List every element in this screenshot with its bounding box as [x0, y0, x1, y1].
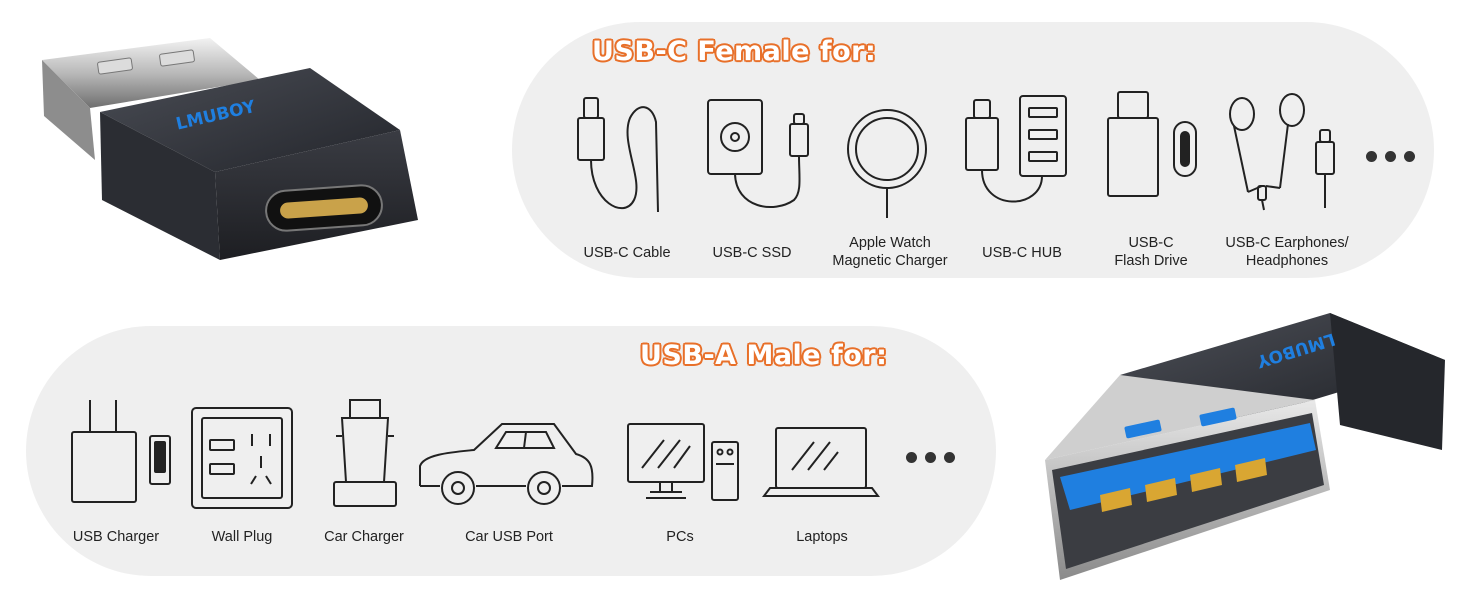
earphones-label-line1: USB-C Earphones/: [1225, 235, 1349, 251]
flash-drive-label-line2: Flash Drive: [1114, 253, 1188, 269]
usb-c-ssd-icon: [707, 99, 809, 208]
male-compat-panel: [26, 326, 996, 576]
earphones-label-line2: Headphones: [1245, 253, 1329, 269]
car-charger-label: Car Charger: [324, 529, 404, 545]
magnetic-charger-label: Apple Watch Magnetic Charger: [820, 234, 960, 270]
adapter-usb-a-end-image: LMUBOY: [1045, 313, 1445, 580]
magnetic-charger-label-line2: Magnetic Charger: [832, 253, 948, 269]
adapter-usb-c-end-image: LMUBOY: [42, 38, 418, 260]
laptop-icon: [762, 427, 880, 497]
flash-drive-label-line1: USB-C: [1128, 235, 1174, 251]
pc-icon: [627, 423, 739, 501]
male-section-title: USB-A Male for:: [640, 340, 888, 371]
usb-c-hub-icon: [965, 95, 1067, 203]
flash-drive-label: USB-C Flash Drive: [1098, 234, 1204, 270]
usb-c-cable-label: USB-C Cable: [583, 245, 671, 261]
usb-c-cable-icon: [577, 97, 659, 213]
usb-c-hub-label: USB-C HUB: [982, 245, 1062, 261]
female-compat-panel: [512, 22, 1434, 278]
usb-c-ssd-label: USB-C SSD: [712, 245, 792, 261]
usb-charger-icon: [71, 400, 171, 503]
car-usb-port-label: Car USB Port: [465, 529, 553, 545]
wall-plug-icon: [191, 407, 293, 509]
laptops-label: Laptops: [796, 529, 848, 545]
magnetic-charger-icon: [847, 109, 927, 218]
male-more-dots: [906, 452, 955, 463]
magnetic-charger-label-line1: Apple Watch: [849, 235, 931, 251]
wall-plug-label: Wall Plug: [211, 529, 273, 545]
car-icon: [419, 423, 594, 505]
car-charger-icon: [333, 399, 397, 507]
female-more-dots: [1366, 151, 1415, 162]
earphones-icon: [1229, 93, 1335, 211]
pcs-label: PCs: [666, 529, 694, 545]
female-section-title: USB-C Female for:: [592, 36, 877, 67]
earphones-label: USB-C Earphones/ Headphones: [1222, 234, 1352, 270]
usb-charger-label: USB Charger: [72, 529, 160, 545]
flash-drive-icon: [1107, 91, 1197, 197]
